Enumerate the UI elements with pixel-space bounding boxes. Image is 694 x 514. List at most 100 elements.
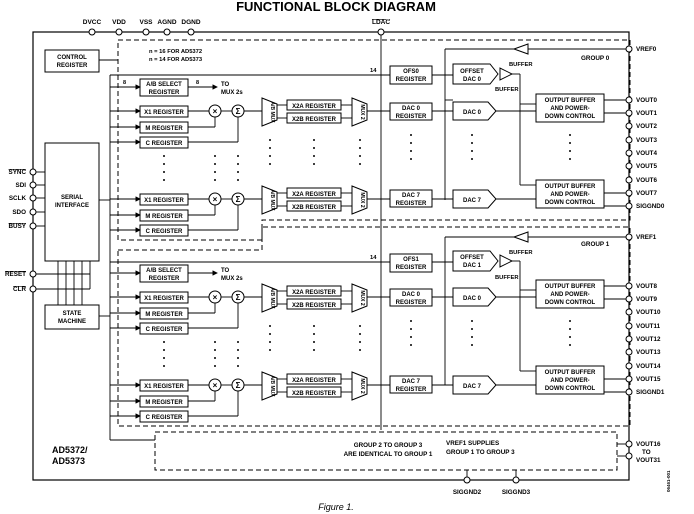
svg-text:X2A REGISTER: X2A REGISTER (292, 290, 336, 296)
svg-text:A/B MUX: A/B MUX (269, 375, 275, 397)
svg-text:BUFFER: BUFFER (509, 250, 533, 256)
svg-text:VOUT31: VOUT31 (636, 457, 661, 464)
svg-text:VOUT5: VOUT5 (636, 163, 657, 170)
svg-text:DAC 1: DAC 1 (463, 263, 482, 269)
svg-text:VOUT12: VOUT12 (636, 336, 661, 343)
svg-text:X2B REGISTER: X2B REGISTER (292, 205, 337, 211)
offset-buffer-0 (499, 67, 514, 81)
svg-text:MUX 2: MUX 2 (359, 290, 365, 306)
svg-text:C REGISTER: C REGISTER (146, 415, 183, 421)
svg-text:VOUT10: VOUT10 (636, 309, 661, 316)
svg-text:A/B MUX: A/B MUX (269, 189, 275, 211)
dac7-register-g0 (389, 189, 433, 208)
svg-text:DAC 7: DAC 7 (402, 193, 421, 199)
svg-text:DAC 0: DAC 0 (463, 110, 482, 116)
svg-text:VOUT2: VOUT2 (636, 123, 657, 130)
pin-busy: BUSY (9, 223, 27, 230)
svg-text:Σ: Σ (236, 293, 241, 302)
output-buffer-g0a (535, 93, 605, 123)
chip-outline (32, 31, 630, 481)
svg-text:REGISTER: REGISTER (396, 265, 427, 271)
svg-text:×: × (213, 293, 218, 302)
svg-text:X2B REGISTER: X2B REGISTER (292, 391, 337, 397)
mux2-ch7 (351, 185, 368, 215)
group-0: GROUP 0 VREF0 BUFFER OFS0 REGISTER 14 OF… (110, 39, 665, 241)
mux2-ch0 (351, 97, 368, 127)
state-machine-label-2: MACHINE (58, 319, 86, 325)
pin-vdd: VDD (112, 19, 126, 26)
state-machine-box (44, 304, 100, 330)
svg-text:REGISTER: REGISTER (396, 387, 427, 393)
pin-ldac: LDAC (372, 19, 390, 26)
svg-text:REGISTER: REGISTER (396, 201, 427, 207)
svg-text:OUTPUT BUFFER: OUTPUT BUFFER (545, 98, 596, 104)
svg-text:VOUT16: VOUT16 (636, 441, 661, 448)
svg-text:SIGGND0: SIGGND0 (636, 203, 665, 210)
vref1-buffer (512, 231, 529, 243)
svg-text:VOUT1: VOUT1 (636, 110, 657, 117)
control-register-label-2: REGISTER (57, 63, 88, 69)
svg-text:C REGISTER: C REGISTER (146, 327, 183, 333)
bus-8-g0a: 8 (123, 80, 126, 86)
svg-text:X2B REGISTER: X2B REGISTER (292, 117, 337, 123)
svg-text:OUTPUT BUFFER: OUTPUT BUFFER (545, 184, 596, 190)
vref0-label: VREF0 (636, 46, 657, 53)
pin-dgnd: DGND (181, 19, 200, 26)
vref1-label: VREF1 (636, 234, 657, 241)
svg-text:X1 REGISTER: X1 REGISTER (144, 198, 184, 204)
svg-text:VOUT9: VOUT9 (636, 296, 657, 303)
svg-text:X1 REGISTER: X1 REGISTER (144, 296, 184, 302)
vref0-buffer-label: BUFFER (509, 62, 533, 68)
offset-buffer-0-label: BUFFER (495, 87, 519, 93)
control-register-box (44, 49, 100, 73)
pin-reset: RESET (5, 271, 26, 278)
ellipsis-g0 (163, 134, 571, 181)
svg-text:DOWN CONTROL: DOWN CONTROL (545, 386, 596, 392)
pin-agnd: AGND (157, 19, 176, 26)
svg-text:GROUP 2 TO GROUP 3: GROUP 2 TO GROUP 3 (354, 442, 423, 449)
svg-text:SIGGND2: SIGGND2 (453, 489, 482, 496)
svg-text:DAC 0: DAC 0 (402, 106, 421, 112)
svg-text:TO: TO (221, 268, 230, 274)
groups-2-3: GROUP 2 TO GROUP 3 ARE IDENTICAL TO GROU… (110, 431, 661, 496)
svg-text:M REGISTER: M REGISTER (145, 312, 183, 318)
to-mux-2: MUX 2s (221, 90, 243, 96)
n-note-1: n = 16 FOR AD5372 (149, 49, 202, 55)
svg-text:Σ: Σ (236, 107, 241, 116)
svg-text:OFS1: OFS1 (403, 257, 419, 263)
figure-caption: Figure 1. (318, 502, 354, 512)
svg-text:ARE IDENTICAL TO GROUP 1: ARE IDENTICAL TO GROUP 1 (344, 451, 433, 458)
offset-dac0-label-1: OFFSET (460, 69, 484, 75)
svg-text:MUX 2s: MUX 2s (221, 276, 243, 282)
svg-text:M REGISTER: M REGISTER (145, 400, 183, 406)
svg-text:MUX 2: MUX 2 (359, 378, 365, 394)
svg-text:DAC 7: DAC 7 (402, 379, 421, 385)
pin-sync: SYNC (9, 169, 27, 176)
svg-text:AND POWER-: AND POWER- (550, 378, 589, 384)
svg-text:×: × (213, 107, 218, 116)
part-number-2: AD5373 (52, 456, 85, 466)
svg-text:A/B SELECT: A/B SELECT (146, 268, 182, 274)
svg-text:M REGISTER: M REGISTER (145, 126, 183, 132)
left-pins: SYNC SDI SCLK SDO BUSY RESET CLR (5, 168, 91, 293)
svg-text:DAC 0: DAC 0 (402, 292, 421, 298)
svg-text:C REGISTER: C REGISTER (146, 229, 183, 235)
dac7-g0 (452, 189, 497, 209)
svg-text:X2A REGISTER: X2A REGISTER (292, 378, 336, 384)
svg-text:×: × (213, 381, 218, 390)
bus-14-g0: 14 (370, 68, 377, 74)
group1-label: GROUP 1 (581, 241, 610, 248)
svg-text:X1 REGISTER: X1 REGISTER (144, 384, 184, 390)
svg-text:AND POWER-: AND POWER- (550, 292, 589, 298)
ab-select-label-2: REGISTER (149, 90, 180, 96)
part-number-1: AD5372/ (52, 445, 88, 455)
figure-id: 06461-001 (666, 470, 671, 492)
vref0-buffer (512, 43, 529, 55)
offset-buffer-1 (499, 254, 514, 268)
svg-text:TO: TO (642, 449, 651, 456)
output-buffer-g0b (535, 179, 605, 209)
supply-pins: DVCC VDD VSS AGND DGND LDAC (83, 19, 390, 430)
serial-interface-label-2: INTERFACE (55, 203, 89, 209)
svg-text:VOUT15: VOUT15 (636, 376, 661, 383)
